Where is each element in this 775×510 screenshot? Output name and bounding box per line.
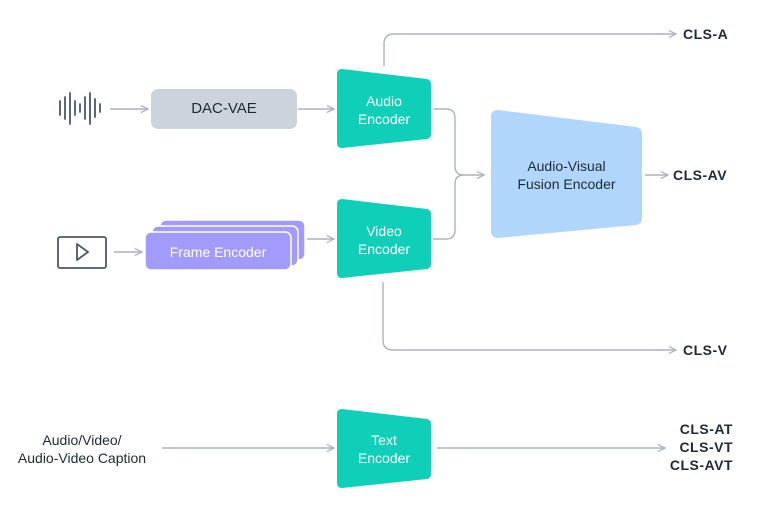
- arrow-audio-encoder-to-cls-a: [383, 34, 676, 66]
- text-encoder-label-line1: Text: [371, 432, 397, 448]
- output-cls-av: CLS-AV: [673, 167, 728, 183]
- output-cls-at: CLS-AT: [679, 421, 733, 437]
- play-video-icon: [57, 236, 107, 269]
- frame-encoder-stack: [144, 219, 306, 271]
- output-cls-text-group: CLS-AT CLS-VT CLS-AVT: [650, 420, 733, 474]
- output-cls-v: CLS-V: [683, 342, 728, 358]
- text-encoder-shape: [337, 409, 431, 488]
- audio-encoder-label-line1: Audio: [366, 93, 402, 109]
- fusion-encoder-label: Audio-Visual Fusion Encoder: [491, 157, 642, 193]
- video-encoder-label: Video Encoder: [337, 222, 431, 258]
- waveform-icon: [59, 92, 101, 125]
- dac-vae-label: DAC-VAE: [191, 100, 257, 117]
- text-encoder-label: Text Encoder: [337, 431, 431, 467]
- video-encoder-label-line1: Video: [366, 223, 402, 239]
- frame-encoder-label: Frame Encoder: [169, 244, 267, 260]
- fusion-encoder-label-line1: Audio-Visual: [527, 158, 606, 174]
- arrow-video-encoder-to-fusion: [433, 174, 465, 240]
- text-encoder-label-line2: Encoder: [357, 450, 411, 466]
- output-cls-vt: CLS-VT: [679, 439, 733, 455]
- video-encoder-label-line2: Encoder: [357, 241, 411, 257]
- dac-vae-box: [151, 89, 297, 129]
- caption-input-label-line2: Audio-Video Caption: [17, 450, 147, 466]
- audio-encoder-label: Audio Encoder: [337, 92, 431, 128]
- output-cls-avt: CLS-AVT: [669, 457, 733, 473]
- audio-encoder-shape: [337, 69, 431, 148]
- fusion-encoder-label-line2: Fusion Encoder: [517, 176, 616, 192]
- caption-input-label: Audio/Video/ Audio-Video Caption: [0, 431, 164, 467]
- video-encoder-shape: [337, 199, 431, 278]
- output-cls-a: CLS-A: [683, 26, 729, 42]
- fusion-encoder-shape: [491, 110, 642, 238]
- caption-input-label-line1: Audio/Video/: [42, 432, 122, 448]
- arrow-audio-encoder-to-fusion: [433, 108, 484, 175]
- arrow-video-encoder-to-cls-v: [382, 282, 676, 350]
- audio-encoder-label-line2: Encoder: [357, 111, 411, 127]
